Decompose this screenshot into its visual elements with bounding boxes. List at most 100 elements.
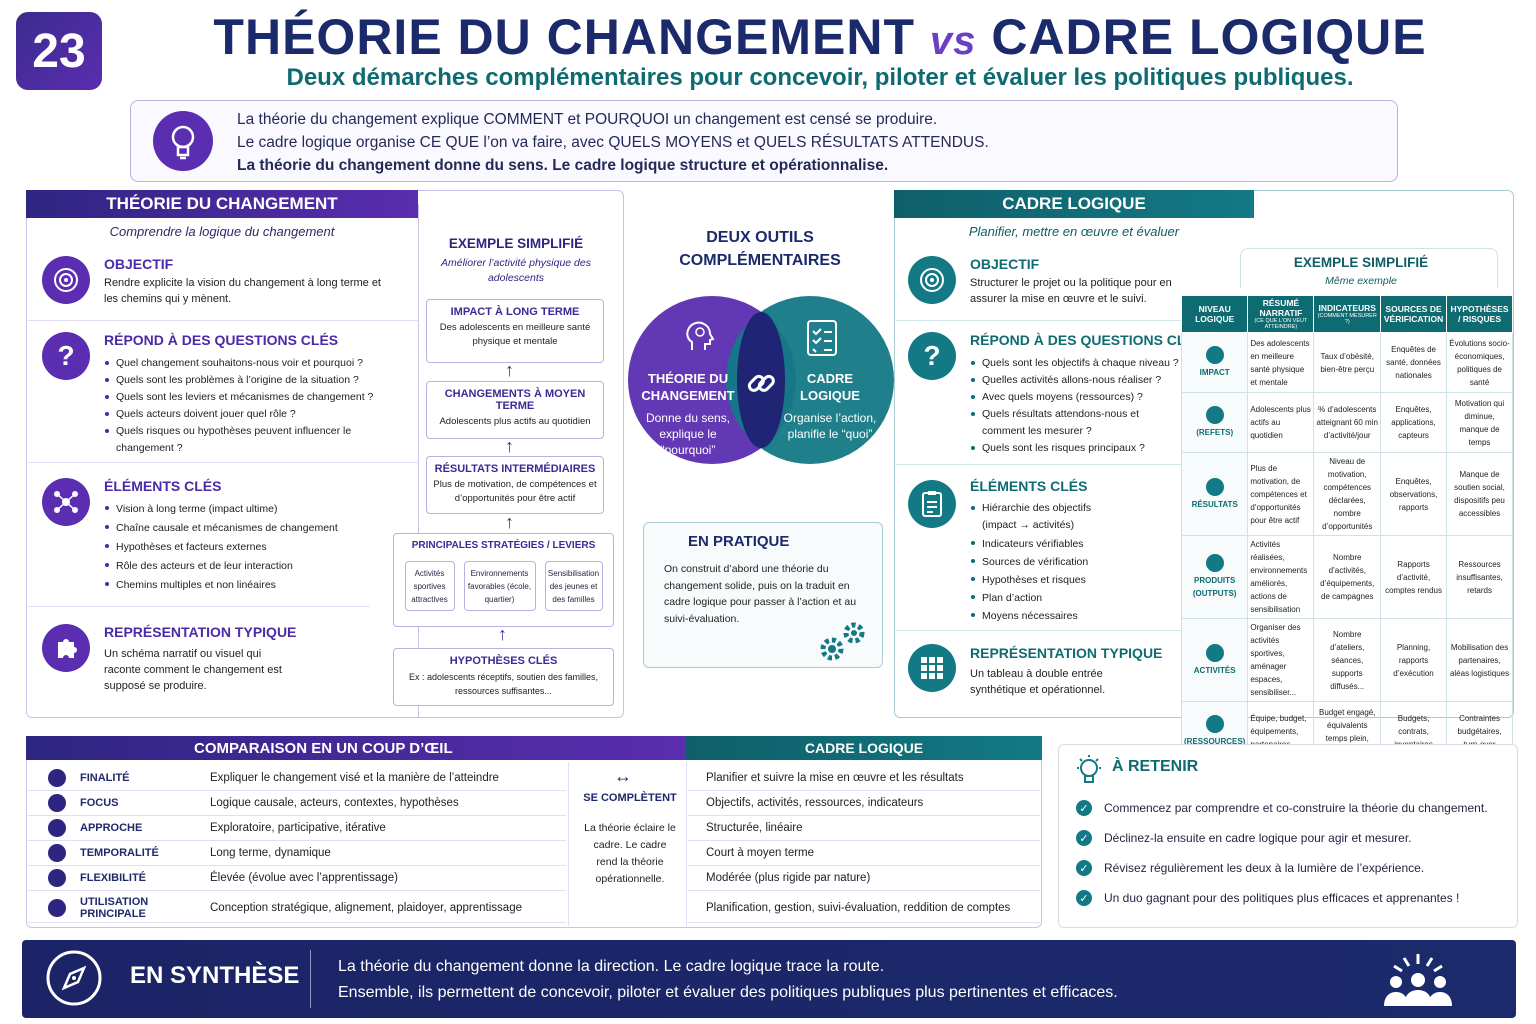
comparison-row: Planifier et suivre la mise en œuvre et … <box>688 766 1040 791</box>
table-cell-level: (REFETS) <box>1180 392 1249 453</box>
comparison-label: FOCUS <box>80 797 119 809</box>
table-cell: Activités réalisées, environnements amél… <box>1247 535 1315 619</box>
list-item: Hiérarchie des objectifs (impact → activ… <box>970 500 1120 534</box>
list-item: Sources de vérification <box>970 553 1120 571</box>
compass-icon <box>48 819 66 837</box>
table-header: RÉSUMÉ NARRATIF(CE QUE L’ON VEUT ATTEIND… <box>1247 295 1315 333</box>
comparison-toc-value: Expliquer le changement visé et la maniè… <box>210 772 499 784</box>
comparison-toc-value: Exploratoire, participative, itérative <box>210 822 386 834</box>
toc-elements-title: ÉLÉMENTS CLÉS <box>104 478 222 494</box>
strategy-item: Environnements favorables (école, quarti… <box>463 561 536 611</box>
comparison-row: Objectifs, activités, ressources, indica… <box>688 791 1040 816</box>
arrow-up-icon: ↑ <box>505 436 514 456</box>
comparison-label: TEMPORALITÉ <box>80 847 159 859</box>
checklist-icon <box>802 318 842 363</box>
comparison-cl-value: Planification, gestion, suivi-évaluation… <box>706 901 1011 914</box>
briefcase-icon <box>48 898 66 917</box>
comparison-cl-title: CADRE LOGIQUE <box>686 736 1042 760</box>
level-label: (RESSOURCES) <box>1184 737 1246 746</box>
comparison-row: APPROCHE Exploratoire, participative, ité… <box>28 816 566 841</box>
section-number-badge: 23 <box>16 12 102 90</box>
toc-example-title: EXEMPLE SIMPLIFIÉ <box>448 236 584 251</box>
toc-box-hypotheses: HYPOTHÈSES CLÉS Ex : adolescents récepti… <box>393 648 614 706</box>
list-item: ✓Commencez par comprendre et co-construi… <box>1076 800 1488 816</box>
divider <box>28 606 370 607</box>
box-text: Des adolescents en meilleure santé physi… <box>439 322 591 347</box>
lightbulb-icon <box>1074 754 1104 793</box>
cl-example-subtitle: Même exemple <box>1325 275 1397 287</box>
header-label: INDICATEURS <box>1318 303 1376 313</box>
table-cell: Évolutions socio-économiques, politiques… <box>1446 332 1513 393</box>
table-cell: Organiser des activités sportives, aména… <box>1247 618 1315 702</box>
table-cell: Niveau de motivation, compétences déclar… <box>1313 452 1381 536</box>
table-header: NIVEAU LOGIQUE <box>1180 295 1249 333</box>
venn-right-label: CADRE LOGIQUE Organise l’action, planifi… <box>780 370 880 442</box>
gears-icon <box>816 619 868 668</box>
focus-icon <box>48 794 66 812</box>
question-icon: ? <box>42 332 90 380</box>
practice-title: EN PRATIQUE <box>688 533 790 550</box>
level-label: (REFETS) <box>1196 428 1234 437</box>
list-item: Moyens nécessaires <box>970 607 1120 625</box>
list-item: ✓Un duo gagnant pour des politiques plus… <box>1076 890 1459 906</box>
toc-box-impact: IMPACT À LONG TERME Des adolescents en m… <box>426 299 604 363</box>
bar-chart-icon <box>1205 406 1224 424</box>
table-header: SOURCES DE VÉRIFICATION <box>1379 295 1448 333</box>
comparison-cl-value: Modérée (plus rigide par nature) <box>706 872 871 884</box>
toc-header: THÉORIE DU CHANGEMENT <box>26 190 418 218</box>
cl-example-title: EXEMPLE SIMPLIFIÉ <box>1293 255 1429 270</box>
table-cell: Planning, rapports d’exécution <box>1379 618 1448 702</box>
retenir-title: À RETENIR <box>1112 758 1199 775</box>
comparison-middle-text: La théorie éclaire le cadre. Le cadre re… <box>584 822 676 885</box>
box-text: Ex : adolescents réceptifs, soutien des … <box>408 672 599 696</box>
link-icon <box>744 366 778 405</box>
level-label: PRODUITS (OUTPUTS) <box>1192 576 1237 598</box>
toc-box-strategies: PRINCIPALES STRATÉGIES / LEVIERS Activit… <box>393 533 614 627</box>
cl-elements-list: Hiérarchie des objectifs (impact → activ… <box>970 500 1120 625</box>
table-row: (REFETS) Adolescents plus actifs au quoti… <box>1180 392 1513 453</box>
title-left: THÉORIE DU CHANGEMENT <box>213 9 915 65</box>
table-cell: Enquêtes, applications, capteurs <box>1379 392 1448 453</box>
cl-example-tab <box>1240 248 1498 288</box>
table-cell-level: IMPACT <box>1180 332 1249 393</box>
divider <box>896 464 1230 465</box>
list-item: Hypothèses et facteurs externes <box>104 538 394 557</box>
puzzle-icon <box>42 624 90 672</box>
target-icon <box>908 256 956 304</box>
table-cell: Enquêtes de santé, données nationales <box>1379 332 1448 393</box>
toc-questions-list: Quel changement souhaitons-nous voir et … <box>104 355 384 457</box>
page-title: THÉORIE DU CHANGEMENT vs CADRE LOGIQUE <box>120 8 1520 66</box>
box-title: IMPACT À LONG TERME <box>450 306 580 318</box>
table-cell: Nombre d’activités, d’équipements, de ca… <box>1313 535 1381 619</box>
practice-text: On construit d’abord une théorie du chan… <box>664 563 857 625</box>
table-cell: Enquêtes, observations, rapports <box>1379 452 1448 536</box>
table-cell: Adolescents plus actifs au quotidien <box>1247 392 1315 453</box>
synthese-title: EN SYNTHÈSE <box>130 962 300 989</box>
synthese-line-1: La théorie du changement donne la direct… <box>338 958 885 975</box>
venn-intersection <box>737 312 785 448</box>
gears-icon <box>1205 715 1224 733</box>
comparison-label: APPROCHE <box>80 822 143 834</box>
table-cell-level: RÉSULTATS <box>1180 452 1249 536</box>
runner-icon <box>1205 643 1224 662</box>
box-title: HYPOTHÈSES CLÉS <box>449 655 558 667</box>
comparison-cl-value: Planifier et suivre la mise en œuvre et … <box>706 772 964 784</box>
compass-icon <box>44 948 104 1013</box>
divider <box>896 320 1230 321</box>
cl-questions-list: Quels sont les objectifs à chaque niveau… <box>970 355 1180 457</box>
double-arrow-icon: ↔ <box>614 766 632 786</box>
box-text: Plus de motivation, de compétences et d’… <box>433 479 597 504</box>
header-label: SOURCES DE VÉRIFICATION <box>1383 304 1444 324</box>
table-cell: Rapports d’activité, comptes rendus <box>1379 535 1448 619</box>
list-item: ✓Déclinez-la ensuite en cadre logique po… <box>1076 830 1412 846</box>
table-cell: Ressources insuffisantes, retards <box>1446 535 1513 619</box>
table-cell: Nombre d’ateliers, séances, supports dif… <box>1313 618 1381 702</box>
comparison-title: COMPARAISON EN UN COUP D’ŒIL <box>26 736 686 760</box>
list-item: Rôle des acteurs et de leur interaction <box>104 557 394 576</box>
toc-example-column <box>418 204 624 718</box>
head-idea-icon <box>680 316 720 361</box>
comparison-panel <box>26 736 1042 928</box>
